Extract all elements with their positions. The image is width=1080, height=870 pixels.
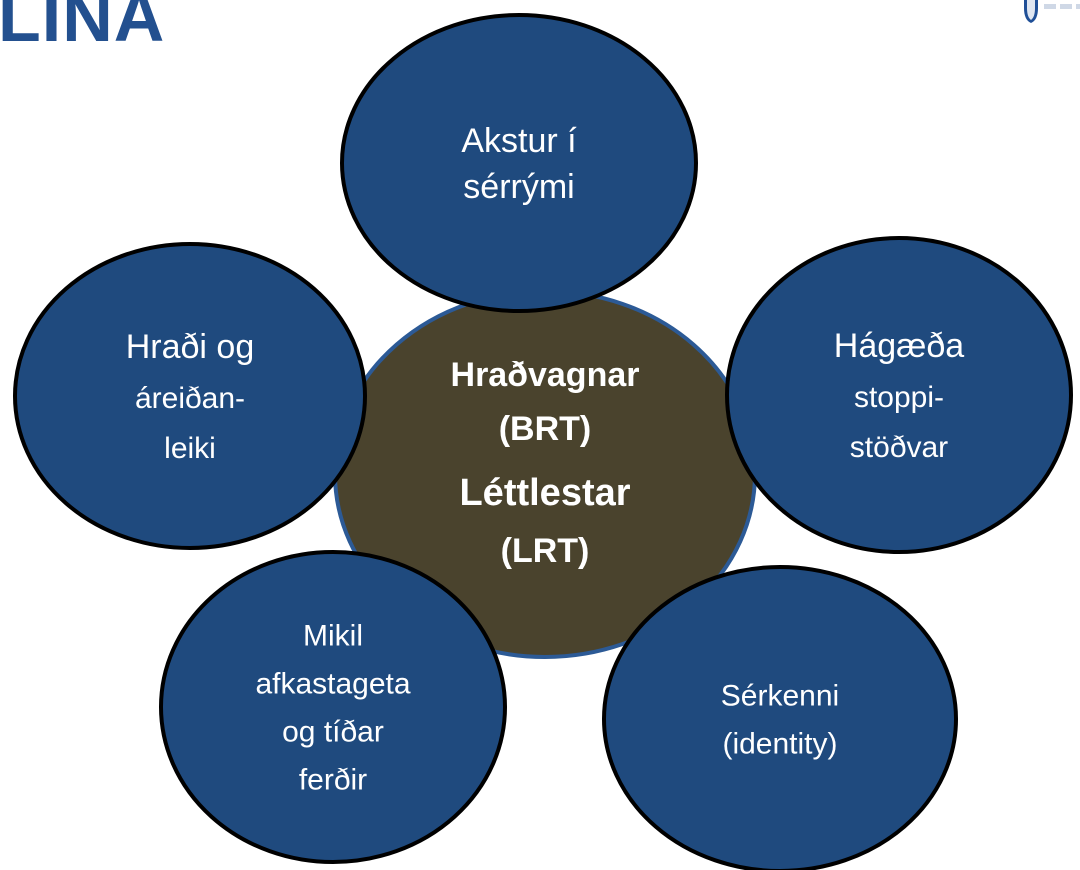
node-bottom-left: Mikil afkastageta og tíðar ferðir (159, 550, 507, 864)
node-circle (340, 13, 698, 313)
page-title: LINA (0, 0, 166, 56)
node-label: Sérkenni (identity) (721, 680, 839, 761)
label-line: (identity) (722, 728, 837, 761)
label-line: leiki (164, 432, 216, 465)
node-circle (602, 565, 958, 870)
label-line: Hraðvagnar (451, 356, 640, 394)
shield-logo-icon (1022, 0, 1080, 24)
label-line: Sérkenni (721, 680, 839, 713)
label-line: sérrými (463, 168, 574, 206)
label-line: afkastageta (255, 668, 410, 701)
label-line: Akstur í (461, 122, 577, 160)
label-line: Mikil (303, 620, 363, 653)
label-line: áreiðan- (135, 382, 245, 415)
node-label: Akstur í sérrými (461, 122, 577, 206)
center-label: Hraðvagnar (BRT) Léttlestar (LRT) (451, 356, 640, 570)
node-circle (159, 550, 507, 864)
node-circle (13, 242, 367, 550)
node-label: Hraði og áreiðan-leiki (126, 328, 255, 465)
label-line: og tíðar (282, 716, 384, 749)
label-line: Hraði og (126, 328, 255, 366)
label-line: Léttlestar (459, 472, 630, 514)
node-circle (725, 236, 1073, 554)
label-line: stoppi- (854, 381, 944, 414)
center-node: Hraðvagnar (BRT) Léttlestar (LRT) (333, 289, 757, 659)
node-label: Hágæða stoppi-stöðvar (834, 327, 965, 464)
label-line: stöðvar (850, 431, 948, 464)
label-line: (LRT) (501, 532, 590, 570)
node-top: Akstur í sérrými (340, 13, 698, 313)
node-label: Mikil afkastageta og tíðar ferðir (255, 620, 410, 797)
label-line: ferðir (299, 764, 367, 797)
label-line: (BRT) (499, 410, 592, 448)
node-right: Hágæða stoppi-stöðvar (725, 236, 1073, 554)
node-left: Hraði og áreiðan-leiki (13, 242, 367, 550)
node-bottom-right: Sérkenni (identity) (602, 565, 958, 870)
label-line: Hágæða (834, 327, 965, 365)
